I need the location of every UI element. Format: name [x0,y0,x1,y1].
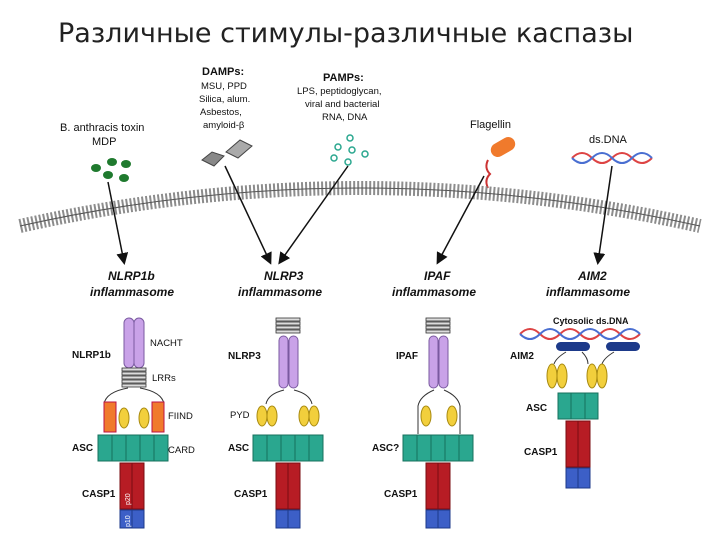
label-nlrp3: NLRP3 [228,351,261,362]
label-asc-1: ASC [72,443,93,454]
pamp-particles [330,134,369,166]
damps-line-1: MSU, PPD [201,81,247,92]
nlrp3-complex [252,317,324,529]
label-asc-3: ASC? [372,443,399,454]
label-asc-2: ASC [228,443,249,454]
damps-line-4: amyloid-β [203,120,245,131]
label-asc-4: ASC [526,403,547,414]
nlrp1b-complex [97,317,169,529]
label-nlrp1b: NLRP1b [72,350,111,361]
pamps-line-2: viral and bacterial [305,99,379,110]
aim2-complex [519,328,641,489]
damps-line-3: Asbestos, [200,107,242,118]
ipaf-complex [402,317,474,529]
label-casp1-2: CASP1 [234,489,268,500]
subunit-p10: p10 [125,515,132,527]
complex-subtitle-aim2: inflammasome [546,285,630,299]
label-nacht: NACHT [150,338,183,349]
label-casp1-3: CASP1 [384,489,418,500]
label-fiind: FIIND [168,411,193,422]
dsdna-label: ds.DNA [589,134,628,146]
cell-membrane [18,181,702,233]
complex-title-aim2: AIM2 [577,269,607,283]
signal-arrows [107,165,613,265]
damps-heading: DAMPs: [202,66,244,78]
label-aim2: AIM2 [510,351,534,362]
mdp-label: MDP [92,136,116,148]
crystal-icon [201,139,253,167]
dsdna-helix-icon [571,152,653,164]
complex-subtitle-ipaf: inflammasome [392,285,476,299]
anthracis-label: B. anthracis toxin [60,122,144,134]
label-cytosolic-dsdna: Cytosolic ds.DNA [553,316,629,326]
damps-line-2: Silica, alum. [199,94,250,105]
pamps-line-3: RNA, DNA [322,112,368,123]
page-title: Различные стимулы-различные каспазы [58,18,633,49]
complex-subtitle-nlrp1b: inflammasome [90,285,174,299]
label-casp1-1: CASP1 [82,489,116,500]
complex-title-nlrp3: NLRP3 [264,269,304,283]
label-lrrs: LRRs [152,373,176,384]
complex-title-ipaf: IPAF [424,269,451,283]
pamps-line-1: LPS, peptidoglycan, [297,86,382,97]
complex-title-nlrp1b: NLRP1b [108,269,155,283]
subunit-p20: p20 [125,493,132,505]
flagellin-icon [485,136,516,189]
mdp-particles [91,158,131,182]
label-casp1-4: CASP1 [524,447,558,458]
label-pyd: PYD [230,410,250,421]
label-card: CARD [168,445,195,456]
label-ipaf: IPAF [396,351,418,362]
flagellin-label: Flagellin [470,119,511,131]
pamps-heading: PAMPs: [323,72,364,84]
complex-subtitle-nlrp3: inflammasome [238,285,322,299]
